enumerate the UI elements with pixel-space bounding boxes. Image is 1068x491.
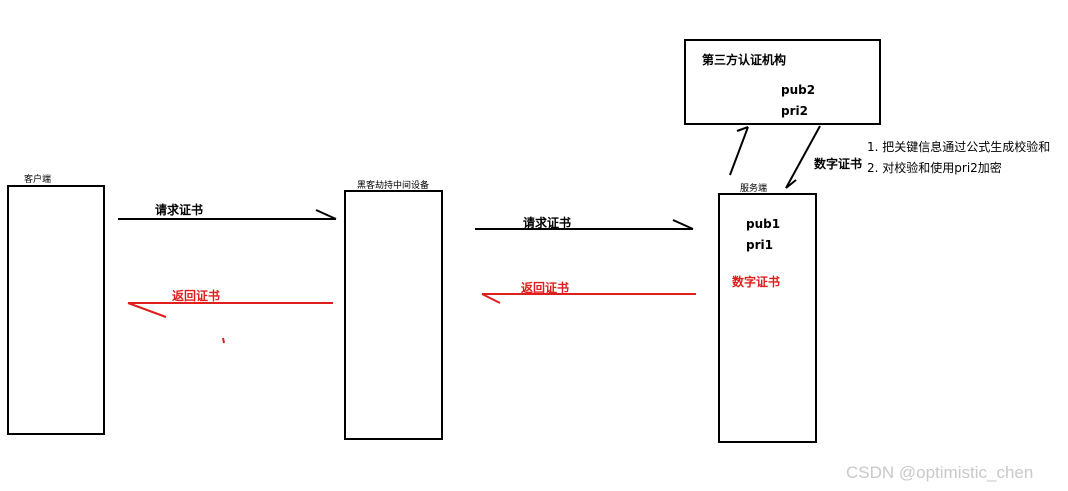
server-pub-key: pub1 (746, 217, 781, 231)
server-cert-label: 数字证书 (732, 275, 781, 289)
request-label-right: 请求证书 (523, 216, 572, 230)
request-label-left: 请求证书 (155, 203, 204, 217)
step-2: 2. 对校验和使用pri2加密 (867, 161, 1002, 175)
return-label-right: 返回证书 (521, 281, 570, 295)
ca-pri-key: pri2 (781, 104, 808, 118)
server-box (718, 193, 817, 443)
arrow-ca-to-server (785, 125, 821, 189)
ca-cert-label: 数字证书 (814, 157, 863, 171)
client-title: 客户端 (24, 175, 52, 185)
return-label-left: 返回证书 (172, 289, 221, 303)
ca-title: 第三方认证机构 (702, 53, 787, 67)
server-title: 服务端 (740, 184, 768, 194)
mitm-title: 黑客劫持中间设备 (357, 181, 430, 191)
client-box (7, 185, 105, 435)
ca-pub-key: pub2 (781, 83, 816, 97)
arrow-request-right (475, 219, 694, 230)
mitm-box (344, 190, 443, 440)
ca-box (684, 39, 881, 125)
arrow-return-right (481, 293, 696, 304)
server-pri-key: pri1 (746, 238, 773, 252)
stray-mark (222, 337, 225, 344)
step-1: 1. 把关键信息通过公式生成校验和 (867, 140, 1051, 154)
watermark: CSDN @optimistic_chen (846, 463, 1034, 482)
arrow-return-left (127, 302, 333, 318)
arrow-request-left (118, 209, 337, 220)
arrow-server-to-ca (729, 126, 749, 176)
